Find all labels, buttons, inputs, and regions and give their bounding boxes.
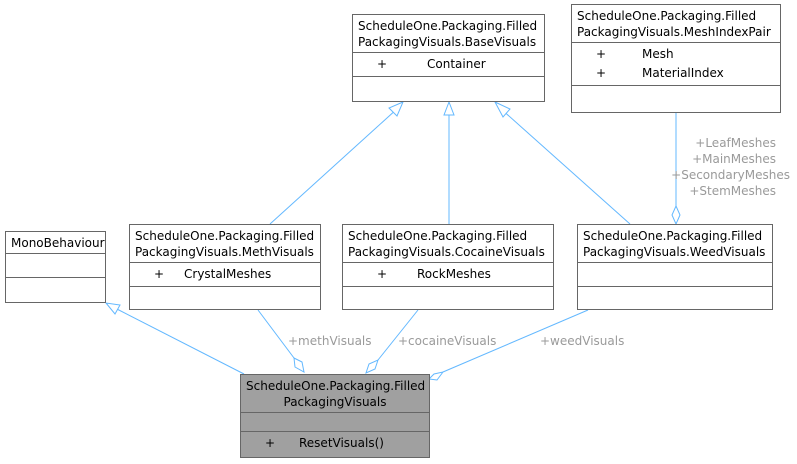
class-title: ScheduleOne.Packaging.Filled PackagingVi… — [343, 225, 553, 263]
attribute-row: + MaterialIndex — [572, 64, 780, 83]
attribute-name: RockMeshes — [417, 267, 491, 281]
class-base-visuals[interactable]: ScheduleOne.Packaging.Filled PackagingVi… — [352, 14, 545, 102]
edge-label-stem-meshes: +StemMeshes — [689, 184, 776, 198]
aggregation-diamond — [365, 359, 379, 374]
class-cocaine-visuals[interactable]: ScheduleOne.Packaging.Filled PackagingVi… — [342, 224, 554, 310]
attribute-row: + Mesh — [572, 45, 780, 64]
visibility-marker: + — [596, 47, 607, 61]
class-meth-visuals[interactable]: ScheduleOne.Packaging.Filled PackagingVi… — [129, 224, 321, 310]
inheritance-arrowhead — [104, 302, 121, 315]
class-title: ScheduleOne.Packaging.Filled PackagingVi… — [578, 225, 772, 263]
edge-label-cocaine-visuals: +cocaineVisuals — [398, 334, 497, 348]
attribute-row: + CrystalMeshes — [130, 265, 320, 284]
visibility-marker: + — [377, 267, 388, 281]
edge-label-leaf-meshes: +LeafMeshes — [695, 136, 776, 150]
methods-section — [578, 287, 772, 310]
attributes-section: + Container — [353, 53, 544, 77]
class-title-line: PackagingVisuals.CocaineVisuals — [348, 245, 545, 259]
attribute-name: Container — [427, 57, 486, 71]
visibility-marker: + — [154, 267, 165, 281]
edge-weed-to-base — [499, 107, 631, 225]
class-mesh-index-pair[interactable]: ScheduleOne.Packaging.Filled PackagingVi… — [571, 4, 781, 113]
class-title-line: PackagingVisuals.WeedVisuals — [583, 245, 766, 259]
class-title-line: PackagingVisuals.BaseVisuals — [358, 35, 537, 49]
class-title-line: PackagingVisuals.MethVisuals — [135, 245, 314, 259]
attributes-section: + CrystalMeshes — [130, 263, 320, 287]
class-title-line: MonoBehaviour — [11, 236, 105, 250]
attributes-section — [241, 413, 429, 432]
visibility-marker: + — [596, 66, 607, 80]
attribute-row: + RockMeshes — [343, 265, 553, 284]
edge-packaging-to-monobehaviour — [112, 306, 245, 375]
edge-label-secondary-meshes: +SecondaryMeshes — [671, 168, 790, 182]
class-title-line: ScheduleOne.Packaging.Filled — [246, 379, 426, 393]
edge-label-meth-visuals: +methVisuals — [288, 334, 372, 348]
attributes-section: + RockMeshes — [343, 263, 553, 287]
methods-section — [6, 278, 105, 301]
edge-weed-to-packaging — [442, 309, 589, 373]
edge-meth-to-base — [269, 107, 399, 225]
aggregation-diamond — [427, 371, 445, 381]
class-title: ScheduleOne.Packaging.Filled PackagingVi… — [353, 15, 544, 53]
attributes-section — [6, 254, 105, 278]
class-title-line: PackagingVisuals.MeshIndexPair — [577, 25, 771, 39]
class-title-line: ScheduleOne.Packaging.Filled — [577, 9, 757, 23]
edge-cocaine-to-packaging — [377, 309, 419, 361]
inheritance-arrowhead — [493, 100, 511, 118]
class-title: ScheduleOne.Packaging.Filled PackagingVi… — [130, 225, 320, 263]
visibility-marker: + — [265, 436, 276, 450]
attributes-section: + Mesh + MaterialIndex — [572, 43, 780, 86]
class-title-line: ScheduleOne.Packaging.Filled — [583, 229, 763, 243]
class-title: MonoBehaviour — [6, 232, 105, 254]
class-title-line: PackagingVisuals — [283, 395, 387, 409]
class-weed-visuals[interactable]: ScheduleOne.Packaging.Filled PackagingVi… — [577, 224, 773, 310]
edge-meth-to-packaging — [257, 309, 295, 359]
methods-section: + ResetVisuals() — [241, 432, 429, 455]
method-row: + ResetVisuals() — [241, 434, 429, 453]
class-mono-behaviour[interactable]: MonoBehaviour — [5, 231, 106, 303]
attribute-name: CrystalMeshes — [184, 267, 272, 281]
methods-section — [130, 287, 320, 310]
aggregation-diamond — [671, 204, 681, 226]
inheritance-arrowhead — [443, 100, 455, 116]
methods-section — [353, 77, 544, 100]
attribute-name: MaterialIndex — [642, 66, 724, 80]
edge-label-weed-visuals: +weedVisuals — [540, 334, 625, 348]
class-title: ScheduleOne.Packaging.Filled PackagingVi… — [572, 5, 780, 43]
class-title-line: ScheduleOne.Packaging.Filled — [358, 19, 538, 33]
edge-label-main-meshes: +MainMeshes — [692, 152, 776, 166]
class-packaging-visuals[interactable]: ScheduleOne.Packaging.Filled PackagingVi… — [240, 374, 430, 458]
inheritance-arrowhead — [388, 101, 404, 117]
class-title: ScheduleOne.Packaging.Filled PackagingVi… — [241, 375, 429, 413]
methods-section — [343, 287, 553, 310]
attribute-row: + Container — [353, 55, 544, 74]
class-title-line: ScheduleOne.Packaging.Filled — [135, 229, 315, 243]
method-name: ResetVisuals() — [299, 436, 384, 450]
visibility-marker: + — [377, 57, 388, 71]
attributes-section — [578, 263, 772, 287]
aggregation-diamond — [293, 357, 305, 373]
methods-section — [572, 86, 780, 109]
class-title-line: ScheduleOne.Packaging.Filled — [348, 229, 528, 243]
attribute-name: Mesh — [642, 47, 674, 61]
